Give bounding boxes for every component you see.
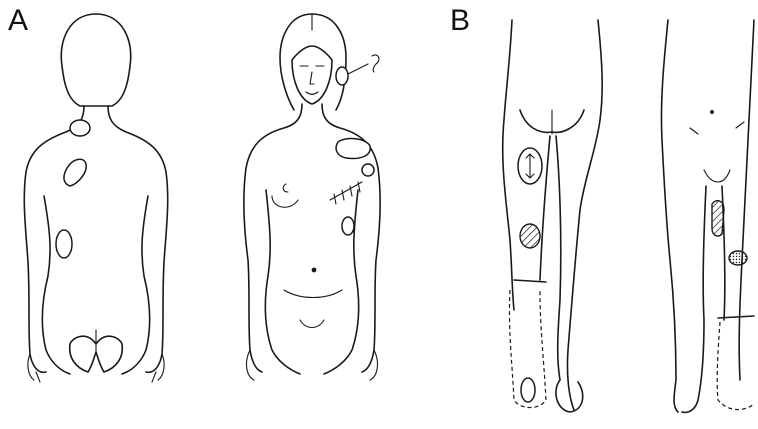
figure-back-view — [24, 14, 167, 382]
lesion-dotted-knee — [729, 251, 747, 265]
lesion-neck-back — [70, 120, 90, 136]
lesion-hatched-thigh — [712, 201, 724, 236]
lesion-flank — [56, 230, 72, 258]
ear-lesion — [336, 67, 348, 85]
figure-legs-anterior — [661, 20, 754, 412]
lesion-abdomen — [342, 217, 354, 235]
lesion-scapula — [64, 159, 86, 186]
lesion-prosthetic-heel — [521, 378, 535, 402]
lesion-hatched-knee — [520, 224, 540, 248]
figure-legs-posterior — [503, 20, 602, 412]
breast — [272, 184, 298, 207]
hair-front — [280, 14, 346, 110]
figure-front-view — [244, 14, 380, 380]
navel — [312, 268, 317, 273]
head-back — [61, 14, 131, 106]
lesion-chest-right — [362, 164, 374, 176]
ear-detail-icon — [372, 55, 379, 72]
lesion-chest-upper — [336, 139, 370, 159]
prosthetic-outline-anterior — [717, 322, 754, 410]
